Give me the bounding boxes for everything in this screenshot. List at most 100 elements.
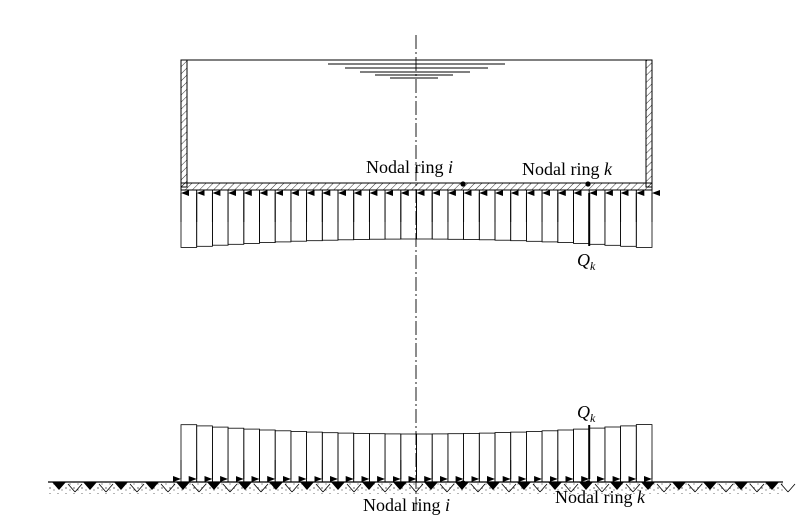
upper-load-strip [384, 189, 402, 240]
label-q-k-bottom: Qk [577, 402, 596, 425]
ground-hatch-stroke [439, 483, 455, 493]
label-nodal-ring-i-bottom: Nodal ring i [363, 495, 450, 515]
upper-load-strip [510, 189, 527, 242]
upper-load-strip [557, 189, 574, 243]
ground-hatch-stroke [315, 483, 331, 493]
upper-load-strip [353, 189, 370, 240]
lower-load-strip [384, 433, 402, 483]
ground-hatch-stroke [346, 483, 362, 493]
lower-load-strip [526, 431, 543, 483]
label-nodal-ring-i-top: Nodal ring i [366, 157, 453, 177]
upper-load-strip [463, 189, 480, 240]
lower-load-strip [321, 432, 339, 483]
ground-hatch-stroke [501, 483, 517, 493]
ground-hatch-stroke [253, 483, 269, 493]
lower-load-strip [400, 433, 417, 483]
lower-load-strip [431, 433, 449, 483]
upper-load-strip [494, 189, 512, 241]
ground-hatch-mark [300, 482, 314, 490]
upper-load-strip [290, 189, 307, 242]
lower-load-strip [510, 431, 527, 483]
upper-load-strip [368, 189, 386, 240]
lower-load-strip [447, 433, 464, 483]
ground-hatch-mark [703, 482, 717, 490]
ground-hatch-mark [176, 482, 190, 490]
lower-load-strip [416, 433, 433, 483]
ground-hatch-mark [269, 482, 283, 490]
lower-load-strip [337, 432, 355, 483]
ground-hatch-mark [765, 482, 779, 490]
lower-load-strip [306, 431, 323, 483]
lower-load-strip [211, 426, 229, 483]
lower-load-strip [635, 424, 653, 483]
upper-load-strip [243, 189, 260, 244]
lower-load-strip [573, 428, 590, 483]
ground-hatch-stroke [160, 483, 176, 493]
ground-hatch-stroke [222, 483, 238, 493]
ground-hatch-stroke [408, 483, 424, 493]
ground-hatch-mark [486, 482, 500, 490]
ground-surface [48, 481, 796, 494]
lower-load-strip [557, 429, 574, 483]
label-q-k-top: Qk [577, 250, 596, 273]
lower-load-strip [368, 433, 386, 483]
lower-load-strip [180, 424, 198, 483]
lower-load-strip [541, 430, 559, 483]
ground-hatch-mark [238, 482, 252, 490]
tank-right-wall [645, 59, 653, 188]
ground-hatch-mark [362, 482, 376, 490]
upper-load-strip [259, 189, 276, 243]
ground-hatch-stroke [377, 483, 393, 493]
ground-hatch-mark [548, 482, 562, 490]
ground-hatch-mark [207, 482, 221, 490]
upper-load-strip [635, 189, 653, 248]
nodal-ring-k-top-dot [585, 181, 591, 187]
upper-load-strip [196, 189, 213, 247]
lower-load-strip [478, 432, 496, 483]
ground-hatch-mark [455, 482, 469, 490]
label-nodal-ring-k-top: Nodal ring k [522, 159, 613, 179]
soil-fill [48, 482, 783, 494]
upper-load-strip [588, 189, 606, 245]
upper-load-strip [620, 189, 637, 247]
upper-reaction-distribution [180, 189, 660, 248]
upper-load-strip [431, 189, 449, 240]
lower-load-strip [353, 433, 370, 483]
upper-load-strip [447, 189, 464, 240]
ground-hatch-stroke [656, 483, 672, 493]
ground-hatch-mark [83, 482, 97, 490]
lower-load-strip [274, 430, 292, 483]
upper-load-strip [526, 189, 543, 242]
nodal-ring-i-top-dot [460, 181, 466, 187]
lower-pressure-distribution [173, 424, 653, 483]
ground-hatch-stroke [780, 483, 796, 493]
lower-load-strip [463, 432, 480, 483]
upper-load-strip [274, 189, 292, 243]
ground-hatch-mark [610, 482, 624, 490]
ground-hatch-stroke [284, 483, 300, 493]
ground-hatch-mark [393, 482, 407, 490]
ground-hatch-mark [52, 482, 66, 490]
ground-hatch-stroke [532, 483, 548, 493]
lower-load-strip [259, 429, 276, 483]
ground-hatch-mark [331, 482, 345, 490]
upper-load-strip [337, 189, 355, 241]
upper-load-strip [573, 189, 590, 244]
lower-load-strip [588, 427, 606, 483]
upper-load-strip [306, 189, 323, 242]
lower-load-strip [196, 425, 213, 483]
ground-hatch-stroke [687, 483, 703, 493]
ground-hatch [52, 482, 796, 493]
tank-left-wall [180, 59, 188, 188]
ground-hatch-mark [641, 482, 655, 490]
ground-hatch-stroke [67, 483, 83, 493]
ground-hatch-stroke [470, 483, 486, 493]
tank [180, 59, 653, 191]
nodal-ring-k-bottom-dot [585, 480, 591, 486]
ground-hatch-stroke [563, 483, 579, 493]
upper-load-strip [321, 189, 339, 241]
nodal-ring-i-bottom-dot [460, 480, 466, 486]
ground-hatch-stroke [718, 483, 734, 493]
water-surface-icon [328, 63, 505, 79]
